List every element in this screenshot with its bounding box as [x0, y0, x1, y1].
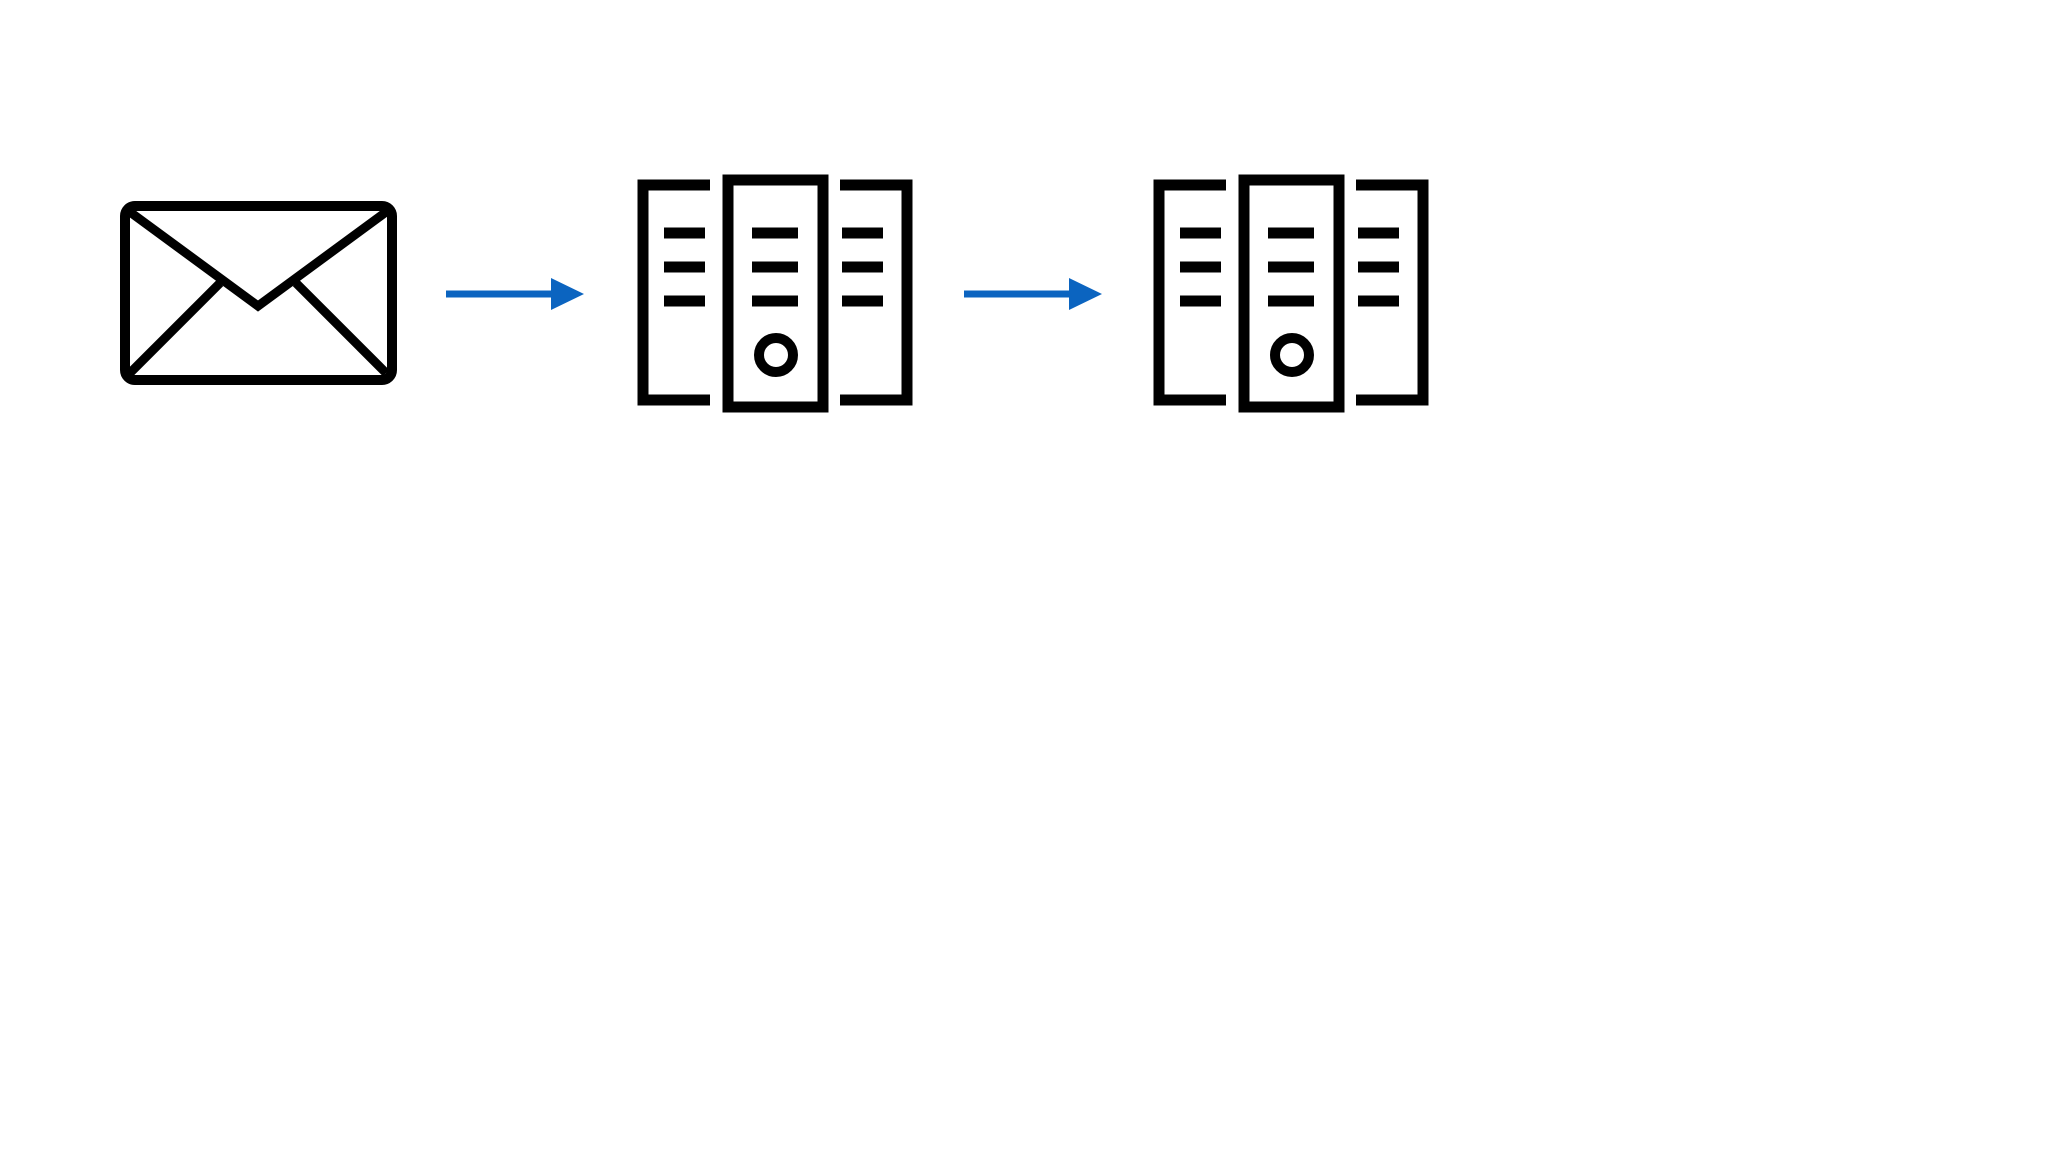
- server-rack-icon: [637, 174, 913, 413]
- envelope-icon: [120, 201, 397, 385]
- arrow-email-to-server-1: [446, 278, 584, 310]
- arrow-server-1-to-server-2: [964, 278, 1102, 310]
- server-rack-icon: [1153, 174, 1429, 413]
